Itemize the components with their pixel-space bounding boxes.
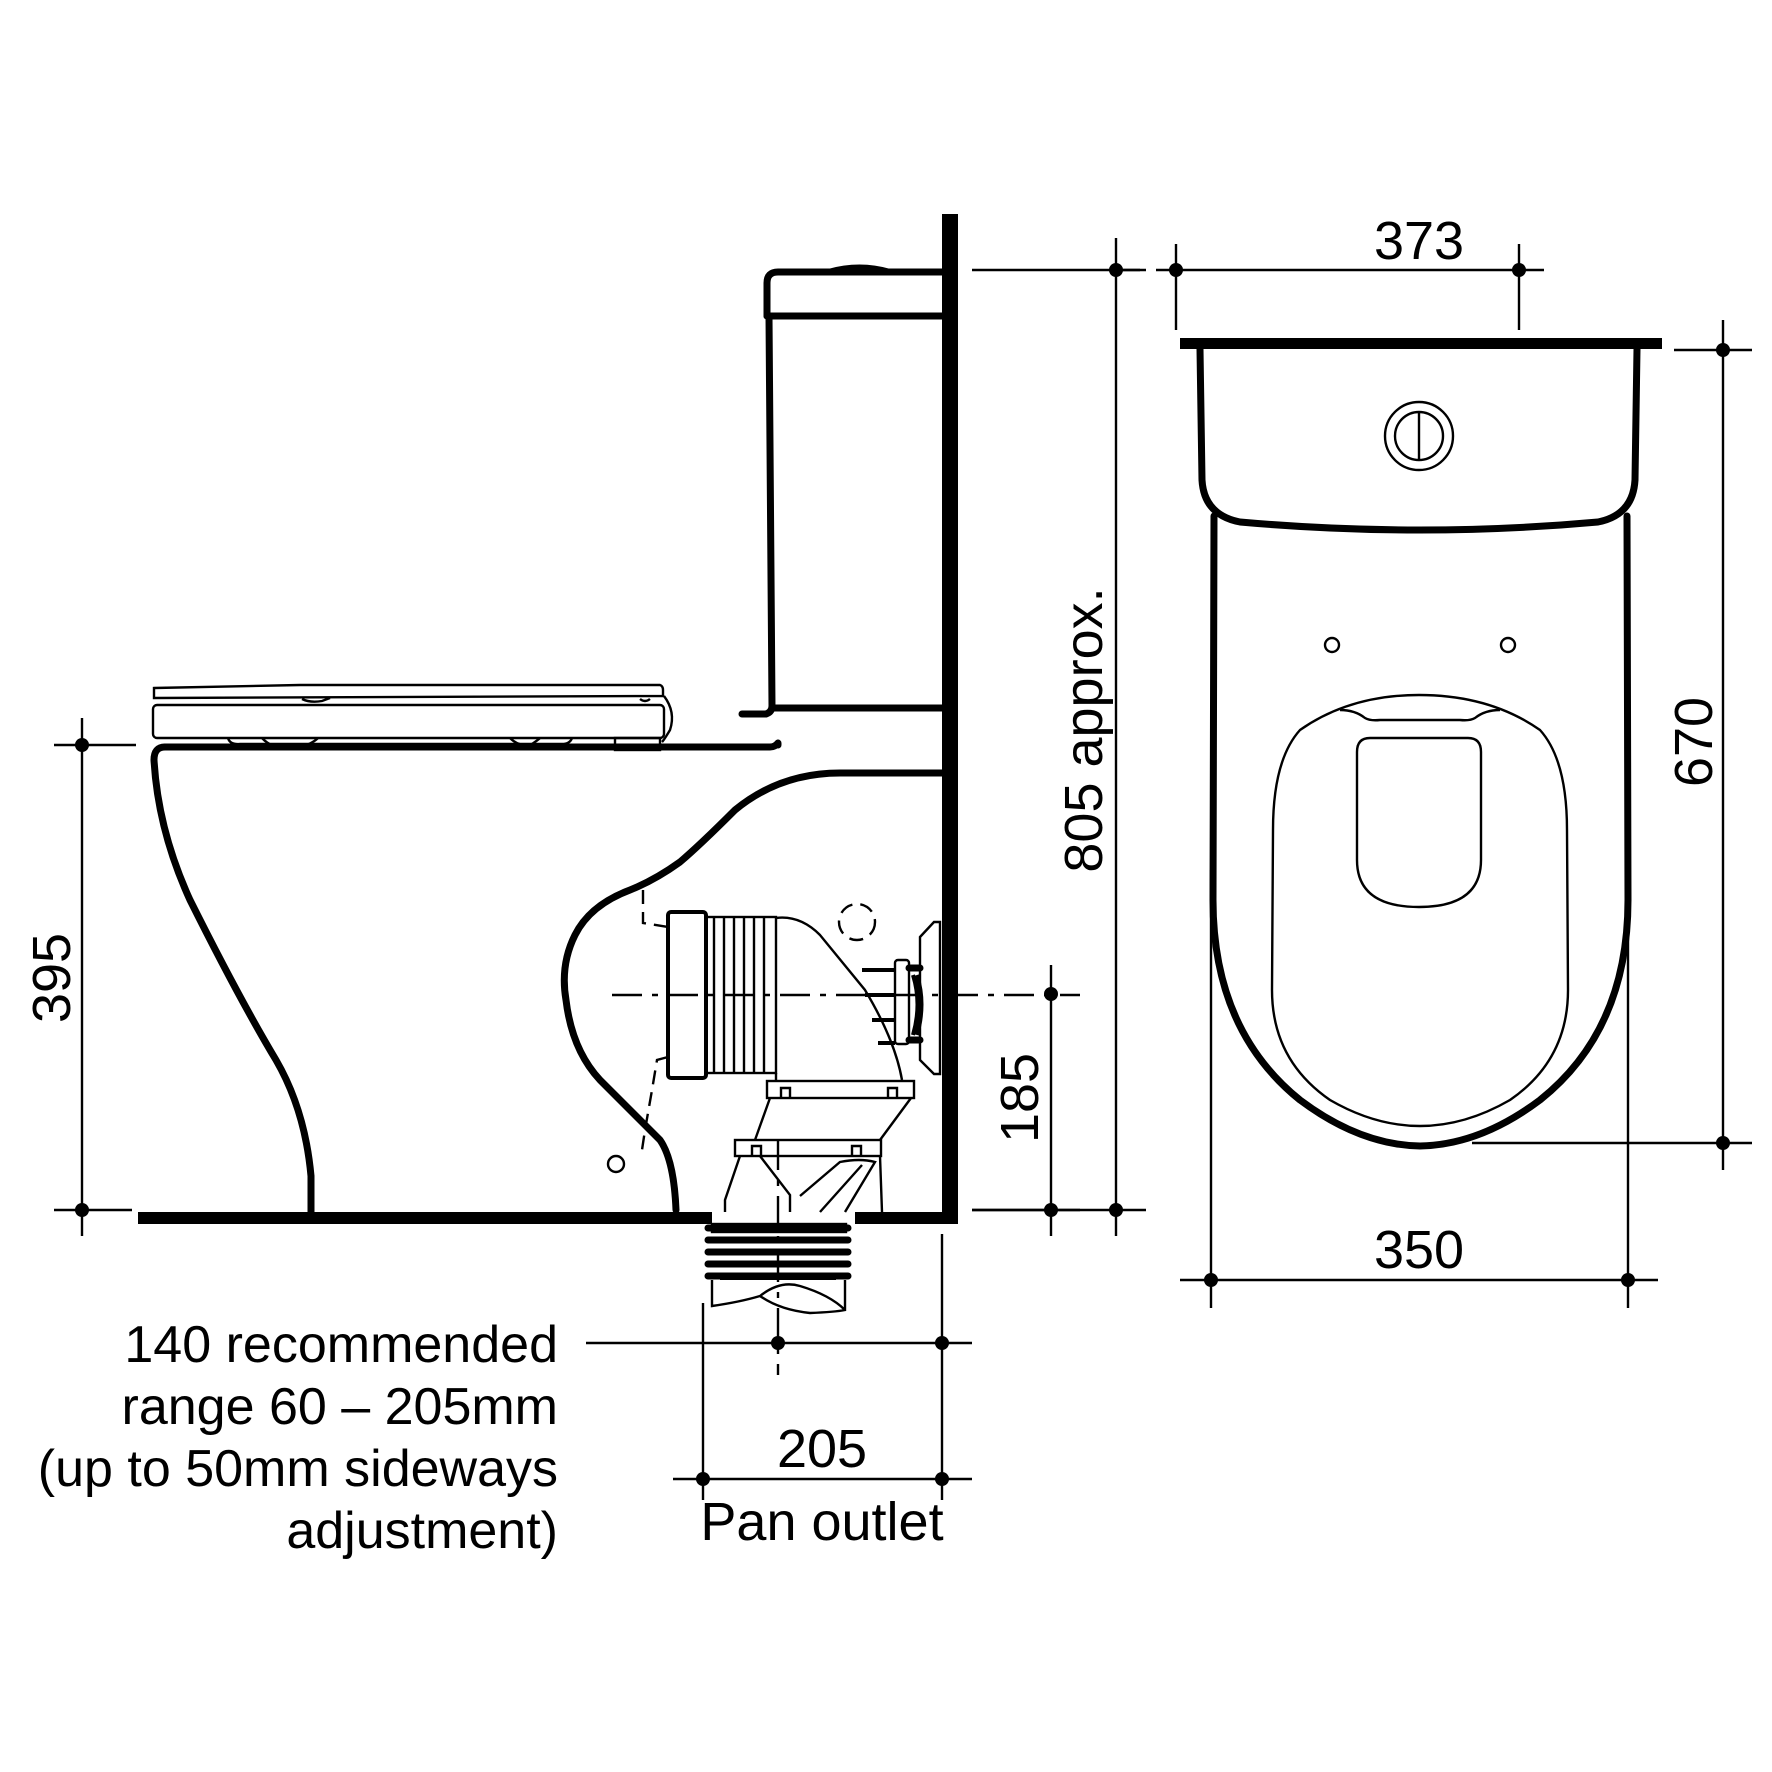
side-view: 395 805 approx. 185 205 Pan <box>22 214 1146 1560</box>
toilet-seat-side <box>151 683 674 752</box>
dual-flush-button-icon <box>1383 400 1455 472</box>
pan-plan-outline <box>1209 512 1632 1150</box>
outlet-range-note: 140 recommended range 60 – 205mm (up to … <box>38 1316 558 1560</box>
pan-connector <box>666 902 942 1213</box>
dim-label-395: 395 <box>22 933 82 1023</box>
wall <box>942 214 958 1224</box>
dim-label-373: 373 <box>1374 211 1464 271</box>
fixing-hole <box>606 1154 626 1174</box>
dim-205: 205 Pan outlet <box>673 1419 972 1552</box>
dim-label-670: 670 <box>1664 697 1724 787</box>
note-line-4: adjustment) <box>286 1502 558 1560</box>
dim-670: 670 <box>1472 320 1752 1170</box>
dim-373: 373 <box>1116 211 1544 330</box>
dim-label-185: 185 <box>990 1053 1050 1143</box>
cistern-plan <box>1196 345 1641 534</box>
note-line-2: range 60 – 205mm <box>122 1378 559 1436</box>
hinge-hole-right <box>1499 636 1517 654</box>
toilet-seat-plan <box>1270 693 1570 1128</box>
hidden-pipe-circle <box>837 902 877 942</box>
note-line-3: (up to 50mm sideways <box>38 1440 558 1498</box>
dim-350: 350 <box>1180 870 1658 1308</box>
hinge-hole-left <box>1323 636 1341 654</box>
plan-view: 373 670 350 <box>1116 211 1752 1308</box>
dim-185: 185 <box>972 965 1080 1236</box>
dim-395: 395 <box>22 718 136 1236</box>
wall-plan <box>1180 338 1662 349</box>
note-line-1: 140 recommended <box>124 1316 558 1374</box>
floor-right <box>855 1212 958 1224</box>
pan-side <box>150 739 946 1216</box>
dim-label-805: 805 approx. <box>1054 587 1114 872</box>
dim-140-recommended <box>586 1234 972 1500</box>
dim-label-350: 350 <box>1374 1220 1464 1280</box>
pan-outlet-label: Pan outlet <box>700 1492 943 1552</box>
floor-left <box>138 1212 712 1224</box>
dim-label-205: 205 <box>777 1419 867 1479</box>
cistern-side <box>738 264 946 718</box>
